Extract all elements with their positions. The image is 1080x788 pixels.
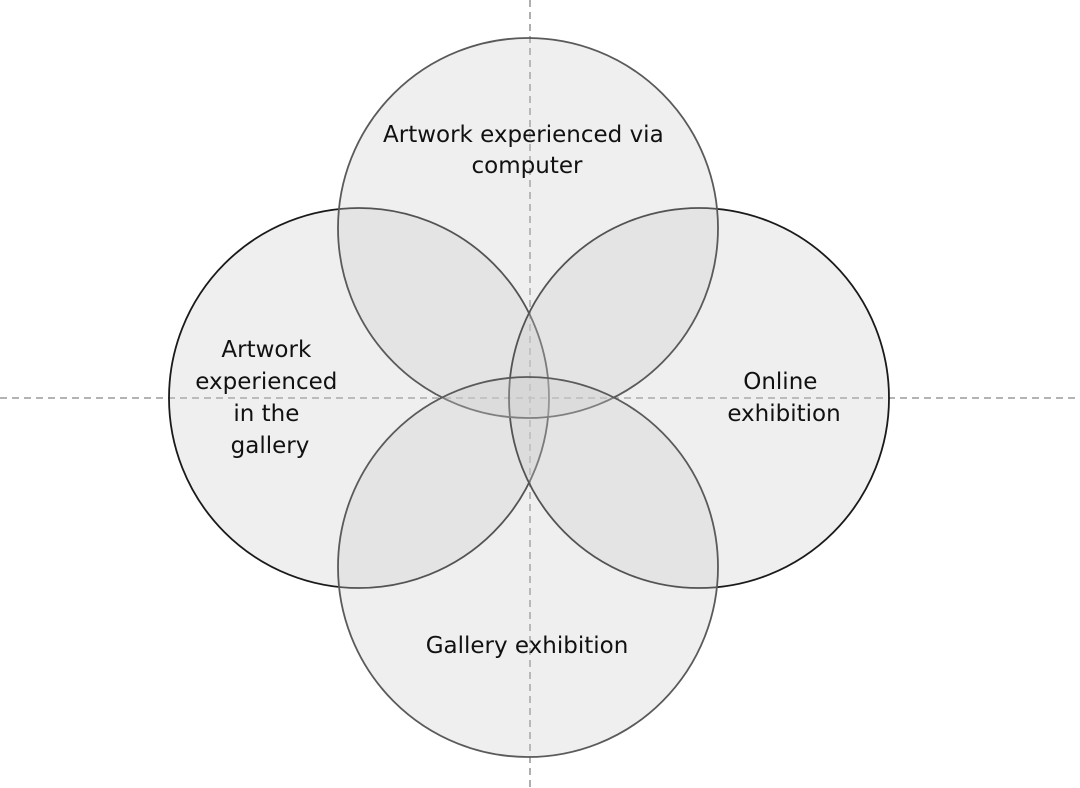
top-label-line-1: Artwork experienced via bbox=[383, 122, 664, 148]
bottom-circle-label: Gallery exhibition bbox=[426, 633, 629, 659]
right-label-line-1: Online bbox=[743, 369, 817, 395]
right-circle-label: Online exhibition bbox=[727, 369, 840, 427]
circle-top-computer-experience bbox=[337, 37, 719, 419]
bottom-label-line-1: Gallery exhibition bbox=[426, 633, 629, 659]
right-label-line-2: exhibition bbox=[727, 401, 840, 427]
left-label-line-2: experienced bbox=[195, 369, 337, 395]
circle-left-gallery-experience bbox=[168, 207, 550, 589]
left-circle-label: Artwork experienced in the gallery bbox=[195, 337, 344, 459]
circle-bottom-gallery-exhibition bbox=[337, 376, 719, 758]
top-circle-label: Artwork experienced via computer bbox=[383, 122, 671, 179]
top-label-line-2: computer bbox=[472, 153, 583, 179]
left-label-line-3: in the bbox=[233, 401, 299, 427]
circle-right-online-exhibition bbox=[508, 207, 890, 589]
left-label-line-4: gallery bbox=[231, 433, 310, 459]
left-label-line-1: Artwork bbox=[221, 337, 312, 363]
